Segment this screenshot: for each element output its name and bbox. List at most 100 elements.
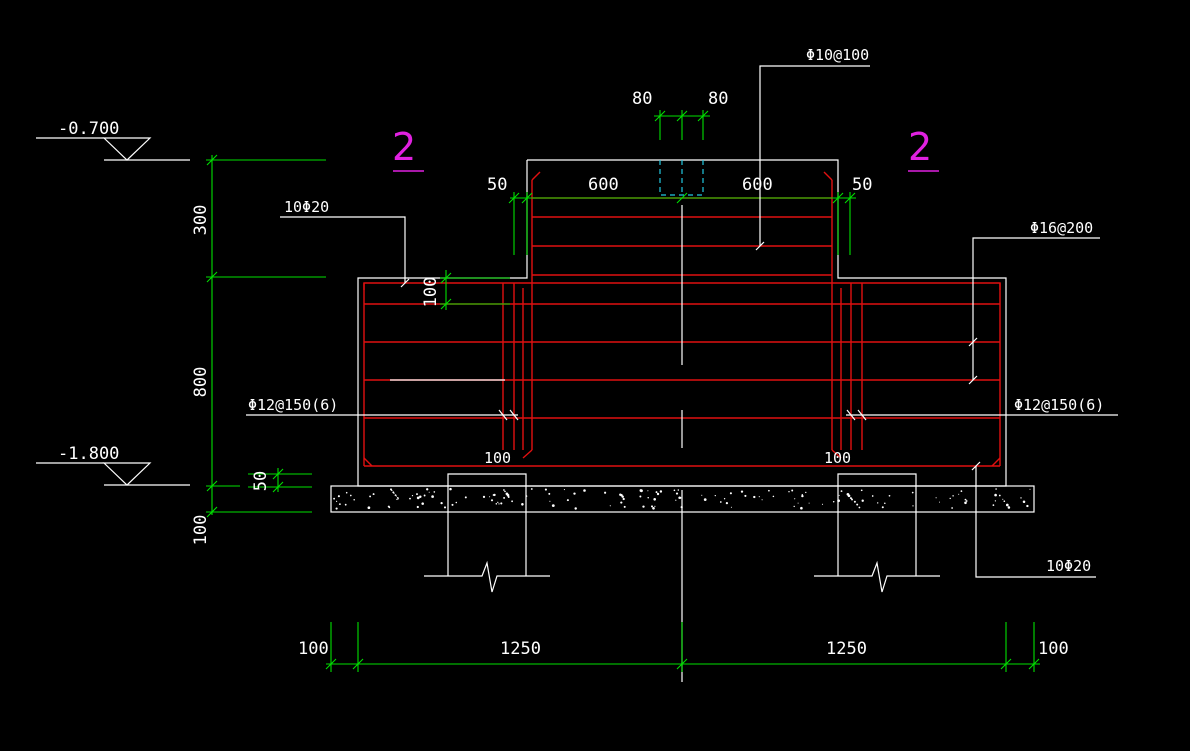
hatch-speck [344,503,347,506]
hatch-speck [421,502,424,505]
hatch-speck [455,501,458,504]
hatch-speck [801,494,804,498]
dim-50-left: 50 [487,175,507,195]
bedding-hatch [333,487,1031,510]
hatch-speck [938,501,941,503]
dim-1250-right: 1250 [826,639,867,659]
dim-300: 300 [191,205,211,236]
dim-80-left: 80 [632,89,652,109]
left-dimension-chain: 300 800 50 100 [191,154,326,545]
hatch-speck [451,503,454,506]
hatch-speck [609,505,611,507]
hatch-speck [884,502,886,504]
hatch-speck [992,504,995,506]
hatch-speck [849,497,852,500]
hatch-speck [504,490,506,493]
hatch-speck [832,501,835,503]
hatch-speck [761,499,763,501]
label-pier-stirrup: Φ10@100 [806,46,869,64]
hatch-speck [952,495,954,497]
elevation-marker-top: -0.700 [36,119,190,161]
hatch-speck [951,507,953,509]
hatch-speck [935,497,937,499]
bolt-dimensions: 80 80 [632,89,728,140]
hatch-speck [853,500,856,503]
hatch-speck [881,506,884,509]
hatch-speck [428,491,430,493]
hatch-speck [647,490,649,492]
hatch-speck [395,495,397,497]
hatch-speck [548,492,551,495]
hatch-speck [393,492,395,494]
hatch-speck [729,492,732,495]
hatch-speck [655,491,658,494]
hatch-speck [650,505,654,508]
hatch-speck [336,500,338,502]
hatch-speck [758,496,760,498]
hatch-speck [397,498,400,500]
hatch-speck [622,497,625,501]
anchor-bolt [659,160,704,196]
hatch-speck [495,503,498,505]
hatch-speck [793,505,795,508]
hatch-speck [911,491,914,494]
hatch-speck [583,489,586,492]
hatch-speck [500,502,503,505]
hatch-speck [871,495,874,497]
hatch-speck [960,490,963,492]
hatch-speck [388,506,391,509]
cover-dimension: 100 [421,270,510,310]
hatch-speck [805,491,807,494]
hatch-speck [949,497,951,500]
hatch-speck [679,496,682,499]
hatch-speck [965,500,968,502]
hatch-speck [333,497,336,500]
hatch-speck [1005,503,1009,507]
hatch-speck [772,495,775,498]
hatch-speck [877,502,879,504]
hatch-speck [394,494,397,496]
hatch-speck [411,495,414,497]
hatch-speck [416,505,419,509]
hatch-speck [808,502,810,504]
hatch-speck [740,490,744,493]
hatch-speck [659,490,663,493]
hatch-speck [860,489,863,492]
hatch-speck [623,505,626,508]
hatch-speck [654,505,656,507]
dim-1250-left: 1250 [500,639,541,659]
hatch-speck [503,496,506,499]
hatch-speck [443,506,447,509]
hatch-speck [416,496,420,500]
hatch-speck [423,494,426,497]
hatch-speck [647,497,649,499]
section-mark-right-number: 2 [908,125,932,169]
hatch-speck [861,499,864,502]
hatch-speck [1020,497,1022,499]
hatch-speck [416,493,418,496]
hatch-speck [464,496,467,499]
hatch-speck [563,489,565,491]
section-mark-left-number: 2 [392,125,416,169]
hatch-speck [753,495,756,499]
leader-side-dist: Φ16@200 [968,219,1100,385]
hatch-speck [652,507,655,510]
label-stirrup-left: Φ12@150(6) [248,396,338,414]
hatch-speck [498,503,500,505]
hatch-speck [788,491,790,493]
hatch-speck [744,494,747,497]
leader-top-main: 10Φ20 [280,198,410,288]
hatch-speck [549,500,551,502]
hatch-speck [821,503,824,505]
hatch-speck [337,495,340,498]
hatch-speck [642,505,645,508]
bottom-dimensions: 100 1250 1250 100 [298,622,1069,672]
dim-50: 50 [251,471,271,491]
label-stirrup-right: Φ12@150(6) [1014,396,1104,414]
hatch-speck [440,501,443,505]
section-mark-right: 2 [908,125,939,172]
hatch-speck [1026,504,1029,508]
hatch-speck [449,487,452,491]
hatch-speck [858,506,861,509]
